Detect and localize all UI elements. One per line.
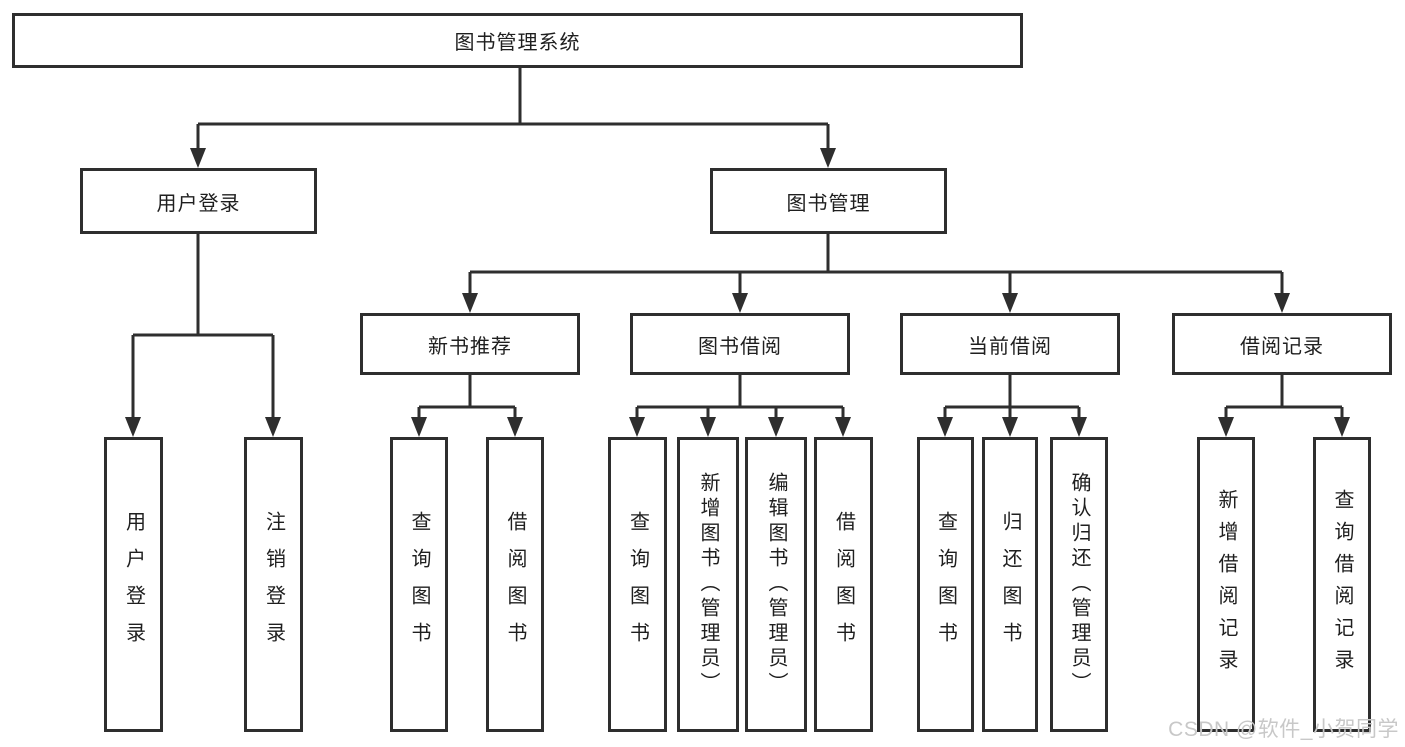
node-label: 新增借阅记录 bbox=[1215, 488, 1237, 681]
node-label: 图书管理 bbox=[786, 192, 871, 215]
node-new-book-recommend: 新书推荐 bbox=[360, 313, 580, 375]
arrow-down-icon bbox=[507, 417, 523, 437]
node-label: 借阅图书 bbox=[504, 510, 526, 659]
arrow-down-icon bbox=[1274, 293, 1290, 313]
leaf-confirm-return-admin: 确认归还（管理员） bbox=[1050, 437, 1108, 732]
arrow-down-icon bbox=[411, 417, 427, 437]
arrow-down-icon bbox=[125, 417, 141, 437]
node-current-borrow: 当前借阅 bbox=[900, 313, 1120, 375]
arrow-down-icon bbox=[462, 293, 478, 313]
leaf-add-borrow-record: 新增借阅记录 bbox=[1197, 437, 1255, 732]
arrow-down-icon bbox=[190, 148, 206, 168]
node-label: 新书推荐 bbox=[428, 335, 512, 358]
leaf-borrow-books-recommend: 借阅图书 bbox=[486, 437, 544, 732]
node-label: 查询借阅记录 bbox=[1331, 488, 1353, 681]
node-root-system: 图书管理系统 bbox=[12, 13, 1023, 68]
leaf-query-books-recommend: 查询图书 bbox=[390, 437, 448, 732]
arrow-down-icon bbox=[732, 293, 748, 313]
csdn-watermark: CSDN @软件_小贺同学 bbox=[1168, 718, 1399, 741]
arrow-down-icon bbox=[820, 148, 836, 168]
node-user-login: 用户登录 bbox=[80, 168, 317, 234]
arrow-down-icon bbox=[1002, 417, 1018, 437]
arrow-down-icon bbox=[1002, 293, 1018, 313]
node-label: 查询图书 bbox=[626, 510, 649, 659]
node-label: 当前借阅 bbox=[968, 335, 1052, 358]
node-label: 新增图书（管理员） bbox=[697, 472, 719, 697]
node-label: 归还图书 bbox=[999, 510, 1021, 659]
leaf-query-books-current: 查询图书 bbox=[917, 437, 974, 732]
node-label: 用户登录 bbox=[156, 192, 241, 215]
leaf-return-books: 归还图书 bbox=[982, 437, 1038, 732]
arrow-down-icon bbox=[768, 417, 784, 437]
node-book-management: 图书管理 bbox=[710, 168, 947, 234]
node-label: 图书管理系统 bbox=[454, 32, 581, 54]
arrow-down-icon bbox=[835, 417, 851, 437]
arrow-down-icon bbox=[629, 417, 645, 437]
leaf-query-books-borrow: 查询图书 bbox=[608, 437, 667, 732]
arrow-down-icon bbox=[1218, 417, 1234, 437]
leaf-borrow-books: 借阅图书 bbox=[814, 437, 873, 732]
node-book-borrow: 图书借阅 bbox=[630, 313, 850, 375]
leaf-edit-books-admin: 编辑图书（管理员） bbox=[745, 437, 807, 732]
node-label: 查询图书 bbox=[408, 510, 430, 659]
node-label: 借阅记录 bbox=[1240, 335, 1324, 358]
leaf-add-books-admin: 新增图书（管理员） bbox=[677, 437, 739, 732]
arrow-down-icon bbox=[1334, 417, 1350, 437]
leaf-query-borrow-record: 查询借阅记录 bbox=[1313, 437, 1371, 732]
arrow-down-icon bbox=[937, 417, 953, 437]
arrow-down-icon bbox=[700, 417, 716, 437]
arrow-down-icon bbox=[265, 417, 281, 437]
node-label: 借阅图书 bbox=[832, 510, 855, 659]
node-label: 查询图书 bbox=[934, 510, 957, 659]
node-label: 用户登录 bbox=[122, 510, 145, 659]
leaf-logout: 注销登录 bbox=[244, 437, 303, 732]
node-label: 确认归还（管理员） bbox=[1068, 472, 1090, 697]
node-borrow-records: 借阅记录 bbox=[1172, 313, 1392, 375]
node-label: 注销登录 bbox=[262, 510, 285, 659]
leaf-user-login: 用户登录 bbox=[104, 437, 163, 732]
node-label: 编辑图书（管理员） bbox=[765, 472, 787, 697]
arrow-down-icon bbox=[1071, 417, 1087, 437]
node-label: 图书借阅 bbox=[698, 335, 782, 358]
